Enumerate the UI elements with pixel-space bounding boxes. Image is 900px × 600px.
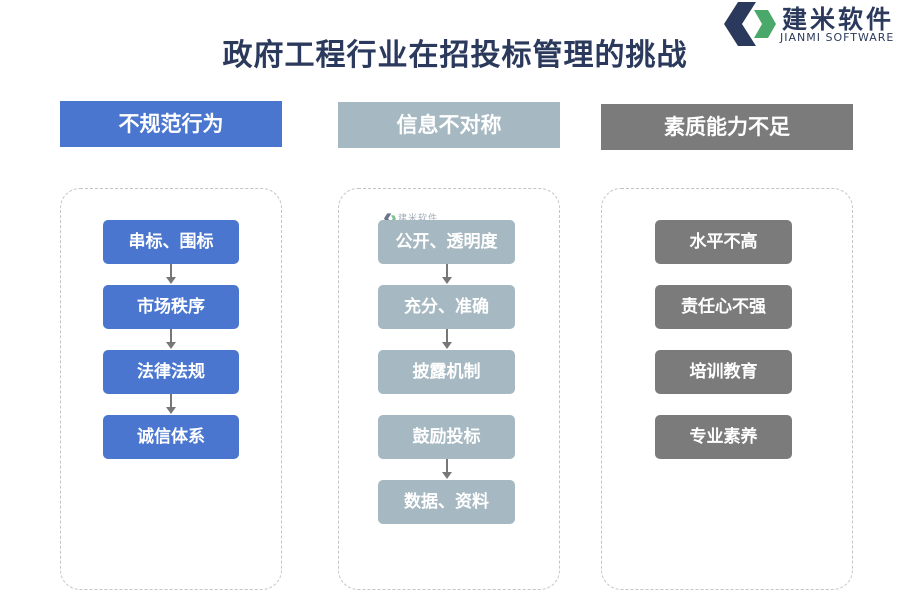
item-disclosure-mechanism: 披露机制: [378, 350, 515, 394]
header-insufficient-competence: 素质能力不足: [601, 104, 853, 150]
item-weak-responsibility: 责任心不强: [655, 285, 792, 329]
item-low-level: 水平不高: [655, 220, 792, 264]
flow-arrow: [166, 394, 176, 416]
header-irregular-behavior: 不规范行为: [60, 101, 282, 147]
flow-arrow: [166, 264, 176, 286]
flow-arrow: [166, 329, 176, 351]
item-data-materials: 数据、资料: [378, 480, 515, 524]
brand-logo: 建米软件 JIANMI SOFTWARE: [724, 0, 900, 48]
item-openness-transparency: 公开、透明度: [378, 220, 515, 264]
logo-icon: [724, 2, 776, 46]
item-credit-system: 诚信体系: [103, 415, 239, 459]
item-professional-quality: 专业素养: [655, 415, 792, 459]
item-bid-rigging: 串标、围标: [103, 220, 239, 264]
item-sufficient-accurate: 充分、准确: [378, 285, 515, 329]
item-market-order: 市场秩序: [103, 285, 239, 329]
item-training-education: 培训教育: [655, 350, 792, 394]
page-title: 政府工程行业在招投标管理的挑战: [222, 38, 688, 73]
flow-arrow: [442, 264, 452, 286]
watermark-text: 建米软件: [398, 214, 439, 224]
logo-name-en: JIANMI SOFTWARE: [780, 31, 895, 44]
flow-arrow: [442, 459, 452, 481]
logo-name-cn: 建米软件: [782, 5, 895, 34]
panel-information-asymmetry: [338, 188, 560, 590]
panel-insufficient-competence: [601, 188, 853, 590]
item-laws-regulations: 法律法规: [103, 350, 239, 394]
header-information-asymmetry: 信息不对称: [338, 102, 560, 148]
flow-arrow: [442, 329, 452, 351]
panel-irregular-behavior: [60, 188, 282, 590]
item-encourage-bidding: 鼓励投标: [378, 415, 515, 459]
